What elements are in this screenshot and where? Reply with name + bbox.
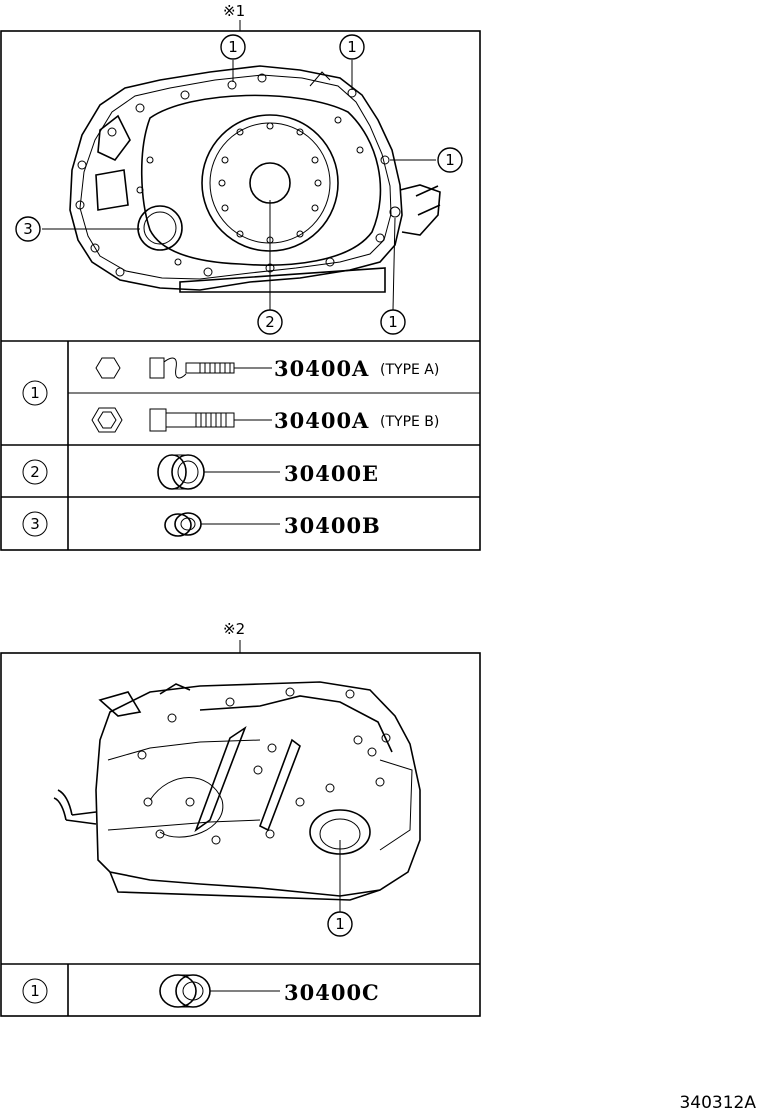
type-a-label: (TYPE A) — [380, 362, 439, 378]
hex-bolt-type-a-icon — [95, 357, 272, 379]
figure-1-frame — [0, 30, 481, 551]
oil-seal-large-icon — [157, 454, 280, 490]
transmission-front-view — [42, 60, 441, 311]
oil-seal-small-icon — [164, 512, 280, 537]
figure-2-callouts: 1 1 — [22, 911, 353, 1004]
diagram-id: 340312A — [679, 1093, 756, 1112]
figure-1-table-keys: 1 2 3 — [22, 380, 48, 537]
callout-1d: 1 — [388, 313, 398, 331]
part-no-30400b: 30400B — [284, 513, 381, 538]
table-key-3: 3 — [30, 515, 40, 533]
part-no-30400a-type-b: 30400A — [274, 408, 369, 433]
table-key-2: 2 — [30, 463, 40, 481]
callout-1b: 1 — [347, 38, 357, 56]
figure-2-frame — [0, 652, 481, 1017]
table-key-1: 1 — [30, 384, 40, 402]
fig2-table-key-1: 1 — [30, 982, 40, 1000]
part-no-30400a-type-a: 30400A — [274, 356, 369, 381]
callout-1a: 1 — [228, 38, 238, 56]
part-no-30400e: 30400E — [284, 461, 379, 486]
figure-1-callouts: 1 1 1 1 2 3 — [15, 34, 463, 335]
figure-1-mark: ※1 — [223, 2, 245, 20]
figure-2-mark: ※2 — [223, 620, 245, 638]
hex-bolt-type-b-icon — [91, 407, 272, 433]
callout-3: 3 — [23, 220, 33, 238]
oil-seal-side-icon — [159, 974, 280, 1008]
type-b-label: (TYPE B) — [380, 414, 439, 430]
fig2-callout-1: 1 — [335, 915, 345, 933]
part-no-30400c: 30400C — [284, 980, 380, 1005]
transmission-side-view — [53, 681, 421, 912]
callout-1c: 1 — [445, 151, 455, 169]
callout-2: 2 — [265, 313, 275, 331]
